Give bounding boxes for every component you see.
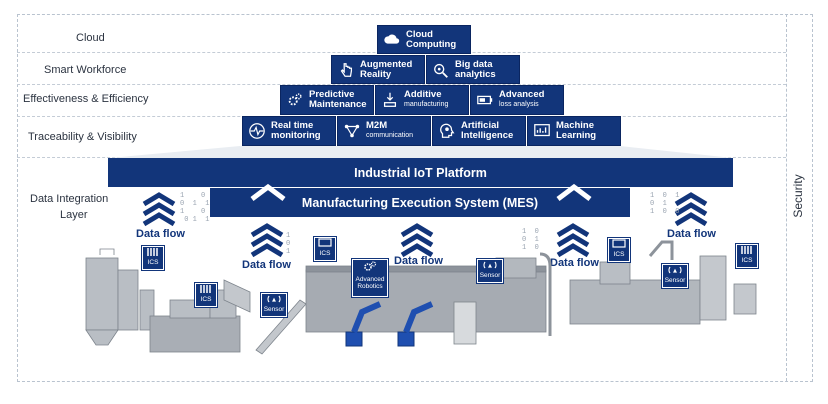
binary-decoration: 1 0 0 1 1 1 0 0 1 1	[180, 192, 210, 224]
sensor-tag: Sensor	[261, 293, 287, 317]
data-flow-label: Data flow	[667, 228, 716, 240]
signal-icon	[267, 295, 281, 303]
ics-tag: ICS	[142, 246, 164, 270]
layer-label-data-integration: Data Integration	[30, 193, 109, 205]
gears-icon	[364, 261, 377, 271]
signal-icon	[668, 266, 682, 274]
chevron-stack-icon	[556, 223, 590, 258]
data-flow-label: Data flow	[242, 259, 291, 271]
gears-icon	[288, 93, 302, 106]
binary-decoration: 1 0 1 0 1 1 0 0	[650, 192, 680, 216]
chart-screen-icon	[534, 124, 550, 137]
row-divider	[17, 84, 786, 85]
layer-label-smart-workforce: Smart Workforce	[44, 64, 127, 76]
chevron-up-icon	[250, 183, 286, 201]
brain-head-icon	[440, 123, 455, 138]
ics-tag: ICS	[736, 244, 758, 268]
chevron-stack-icon	[674, 192, 708, 227]
cloud-icon	[384, 34, 400, 44]
pulse-monitor-icon	[249, 123, 265, 139]
chevron-up-icon	[556, 183, 592, 201]
sensor-tag: Sensor	[662, 264, 688, 288]
sensor-tag: Sensor	[477, 259, 503, 283]
iot-platform-band: Industrial IoT Platform	[108, 158, 733, 187]
layer-label-cloud: Cloud	[76, 32, 105, 44]
layer-label-traceability: Traceability & Visibility	[28, 131, 137, 143]
server-icon	[741, 246, 752, 254]
3d-print-icon	[383, 92, 397, 107]
binary-decoration: 1 0 0 1 1 0	[522, 228, 539, 252]
advanced-robotics-tag: Advanced Robotics	[352, 259, 388, 297]
layer-label-effectiveness: Effectiveness & Efficiency	[23, 93, 149, 105]
data-flow-label: Data flow	[550, 257, 599, 269]
monitor-icon	[612, 239, 626, 248]
chevron-stack-icon	[142, 192, 176, 227]
monitor-icon	[318, 238, 332, 247]
ics-tag: ICS	[314, 237, 336, 261]
security-column	[786, 14, 812, 381]
chevron-stack-icon	[250, 223, 284, 258]
data-flow-label: Data flow	[136, 228, 185, 240]
data-flow-label: Data flow	[394, 255, 443, 267]
data-analytics-icon	[434, 63, 448, 78]
server-icon	[147, 248, 158, 256]
hand-pointer-icon	[340, 62, 353, 77]
network-icon	[344, 124, 360, 138]
server-icon	[200, 285, 211, 293]
ics-tag: ICS	[195, 283, 217, 307]
layer-label-layer: Layer	[60, 209, 88, 221]
signal-icon	[483, 261, 497, 269]
mes-band: Manufacturing Execution System (MES)	[210, 188, 630, 217]
chevron-stack-icon	[400, 223, 434, 258]
battery-icon	[477, 95, 493, 105]
ics-tag: ICS	[608, 238, 630, 262]
binary-decoration: 1 0 1	[286, 232, 291, 256]
diagram-frame	[17, 14, 813, 382]
